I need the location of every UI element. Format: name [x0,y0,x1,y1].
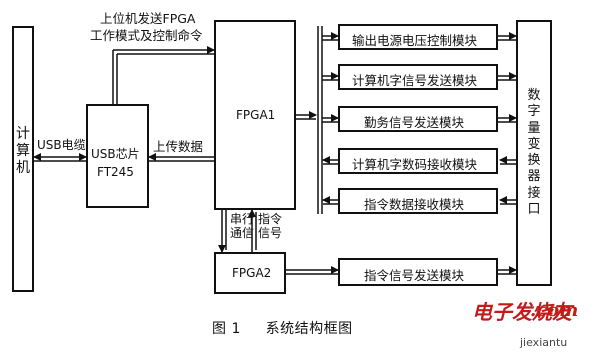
module-label: 计算机字信号发送模块 [352,73,478,88]
fpga1-block: FPGA1 [214,20,296,210]
module-word-send: 计算机字信号发送模块 [338,64,498,90]
module-instruction-receive: 指令数据接收模块 [338,188,498,214]
command-label-line1: 上位机发送FPGA [100,11,196,26]
converter-block: 数字量变换器接口 [516,20,552,286]
serial-label-line2: 通信 [230,226,255,240]
computer-block: 计算机 [12,26,34,292]
serial-label-line1: 串行 [230,212,255,226]
instruction-label-line1: 指令 [258,212,283,226]
usb-cable-label: USB电缆 [37,138,86,152]
instruction-label-line2: 信号 [258,226,283,240]
usb-chip-label: USB芯片 [91,147,140,161]
module-label: 输出电源电压控制模块 [352,33,478,48]
module-power-voltage: 输出电源电压控制模块 [338,24,498,50]
module-instruction-send: 指令信号发送模块 [338,258,498,286]
fpga2-block: FPGA2 [214,252,286,294]
watermark-sub: jiexiantu [520,336,568,349]
module-label: 计算机字数码接收模块 [352,157,478,172]
fpga1-label: FPGA1 [236,108,276,122]
module-service-send: 勤务信号发送模块 [338,106,498,132]
computer-label: 计算机 [16,126,30,176]
module-label: 勤务信号发送模块 [364,115,465,130]
command-label-line2: 工作模式及控制命令 [90,28,203,43]
upload-data-label: 上传数据 [153,139,204,154]
module-label: 指令数据接收模块 [364,197,465,212]
module-label: 指令信号发送模块 [364,268,465,283]
fpga2-label: FPGA2 [232,266,272,280]
converter-label: 数字量变换器接口 [527,88,541,217]
watermark-brand: 电子发烧友 [472,300,572,324]
module-word-receive: 计算机字数码接收模块 [338,148,498,174]
usb-chip-block: USB芯片 FT245 [86,104,149,208]
watermark-domain: .com [530,300,579,321]
usb-chip-model: FT245 [97,165,134,179]
figure-caption: 图 1 系统结构框图 [212,321,353,337]
